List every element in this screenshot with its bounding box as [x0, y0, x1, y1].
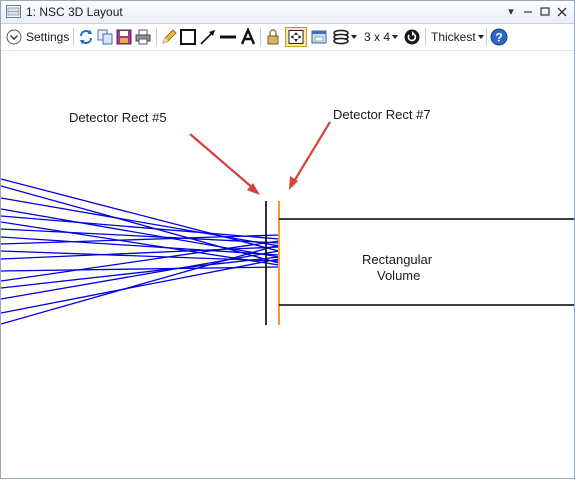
- text-icon: [240, 28, 256, 45]
- maximize-icon: [540, 7, 550, 16]
- arrow-tool-button[interactable]: [199, 27, 217, 47]
- rectangle-tool-button[interactable]: [179, 27, 197, 47]
- minimize-icon: [524, 11, 532, 13]
- ray-line: [0, 185, 280, 264]
- grid-layout-label: 3 x 4: [364, 30, 391, 44]
- toolbar-separator: [425, 28, 426, 46]
- toolbar-separator: [486, 28, 487, 46]
- ray-line: [0, 244, 280, 325]
- ray-line: [0, 178, 280, 252]
- ray-line: [0, 228, 280, 244]
- ray-line: [0, 215, 280, 240]
- annotation-arrow-left: [189, 133, 260, 195]
- rotate-button[interactable]: [403, 27, 421, 47]
- ray-line: [0, 197, 280, 247]
- chevron-down-icon: [6, 29, 22, 45]
- toolbar-separator: [156, 28, 157, 46]
- save-icon: [116, 29, 132, 45]
- lock-icon: [267, 29, 279, 45]
- window-title: 1: NSC 3D Layout: [26, 5, 123, 19]
- annotation-detector-rect-7: Detector Rect #7: [333, 107, 431, 122]
- toolbar-separator: [73, 28, 74, 46]
- ray-line: [0, 246, 280, 260]
- refresh-icon: [80, 29, 92, 45]
- close-button[interactable]: [554, 4, 570, 20]
- line-thickness-label: Thickest: [431, 30, 476, 44]
- layout-window-icon: [6, 5, 21, 18]
- ray-line: [0, 256, 280, 289]
- title-bar[interactable]: 1: NSC 3D Layout ▾: [1, 1, 574, 24]
- minimize-button[interactable]: [520, 4, 536, 20]
- arrow-line-icon: [200, 30, 215, 45]
- rectangle-icon: [180, 29, 196, 45]
- dropdown-arrow-icon: [351, 35, 357, 39]
- close-icon: [557, 7, 567, 17]
- ray-line: [0, 258, 280, 314]
- layers-dropdown-button[interactable]: [332, 27, 357, 47]
- pencil-button[interactable]: [160, 27, 178, 47]
- layout-canvas[interactable]: Detector Rect #5 Detector Rect #7 Rectan…: [0, 51, 574, 478]
- refresh-button[interactable]: [77, 27, 95, 47]
- print-icon: [135, 29, 151, 45]
- save-button[interactable]: [115, 27, 133, 47]
- dropdown-window-button[interactable]: ▾: [508, 6, 514, 18]
- svg-text:?: ?: [495, 31, 502, 45]
- volume-label-line2: Volume: [377, 268, 421, 283]
- settings-button[interactable]: Settings: [6, 27, 69, 47]
- pencil-icon: [162, 29, 177, 44]
- fit-icon: [285, 27, 307, 47]
- print-button[interactable]: [134, 27, 152, 47]
- copy-button[interactable]: [96, 27, 114, 47]
- line-icon: [220, 35, 236, 39]
- ray-line: [0, 234, 280, 245]
- toolbar: Settings: [1, 24, 574, 51]
- ray-line: [0, 208, 280, 258]
- annotation-arrow-right: [289, 121, 331, 190]
- layout-drawing: [0, 121, 574, 325]
- grid-layout-dropdown[interactable]: 3 x 4: [364, 27, 399, 47]
- window-button[interactable]: [310, 27, 328, 47]
- volume-label-line1: Rectangular: [362, 252, 433, 267]
- dropdown-arrow-icon: [392, 35, 399, 39]
- help-icon: ?: [490, 28, 508, 46]
- ray-bundle: [0, 178, 280, 325]
- annotation-detector-rect-5: Detector Rect #5: [69, 110, 167, 125]
- layers-icon: [333, 29, 349, 45]
- ray-line: [0, 250, 280, 300]
- rotate-icon: [404, 29, 420, 45]
- toolbar-separator: [260, 28, 261, 46]
- ray-line: [0, 236, 280, 256]
- window-icon: [311, 30, 327, 44]
- copy-icon: [97, 29, 113, 45]
- maximize-button[interactable]: [537, 4, 553, 20]
- line-tool-button[interactable]: [219, 27, 237, 47]
- dropdown-arrow-icon: [477, 35, 484, 39]
- settings-label: Settings: [26, 30, 70, 44]
- lock-button[interactable]: [264, 27, 282, 47]
- fit-view-button[interactable]: [285, 27, 307, 47]
- help-button[interactable]: ?: [490, 27, 508, 47]
- line-thickness-dropdown[interactable]: Thickest: [431, 27, 484, 47]
- ray-line: [0, 240, 280, 282]
- text-tool-button[interactable]: [239, 27, 257, 47]
